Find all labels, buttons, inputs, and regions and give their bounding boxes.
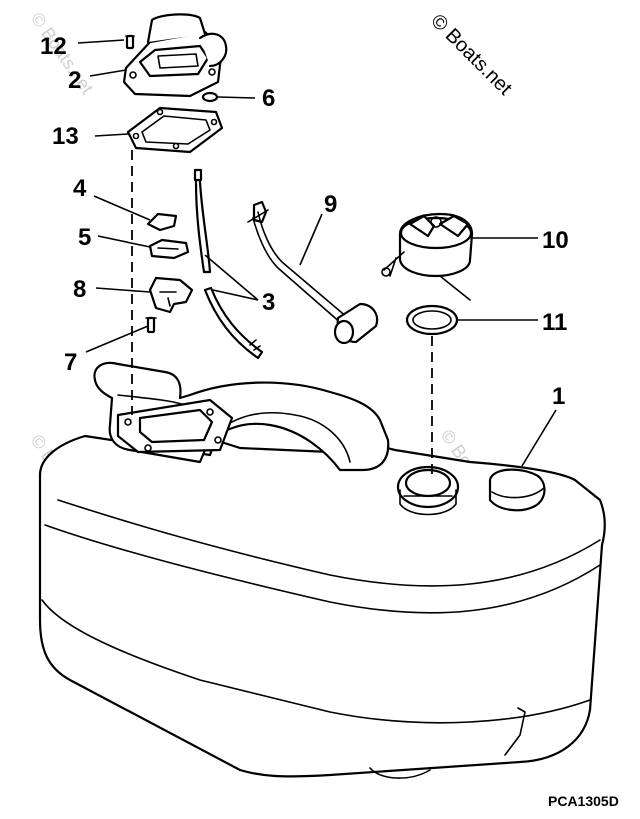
callout-2: 2	[68, 67, 81, 94]
seal	[148, 238, 190, 260]
screw-12	[125, 34, 135, 50]
screw-7	[145, 316, 157, 334]
callout-10: 10	[542, 227, 569, 254]
callout-4: 4	[73, 175, 87, 202]
callout-11: 11	[542, 309, 567, 336]
callouts: 12 2 6 13 4 5 8 7 3 9 10 11 1	[40, 33, 569, 410]
gauge-gasket	[126, 106, 224, 154]
callout-8: 8	[73, 276, 86, 303]
fuel-tank	[38, 361, 606, 779]
callout-13: 13	[52, 123, 79, 150]
callout-1: 1	[552, 383, 565, 410]
figure-code: PCA1305D	[548, 793, 619, 809]
pickup-hose	[193, 168, 264, 360]
connector-bracket	[148, 276, 194, 314]
leader-lines	[77, 39, 557, 467]
callout-7: 7	[64, 349, 77, 376]
callout-6: 6	[262, 85, 275, 112]
callout-9: 9	[324, 191, 337, 218]
callout-3: 3	[262, 289, 275, 316]
retainer	[146, 212, 178, 232]
fuel-gauge-housing	[122, 13, 228, 98]
callout-12: 12	[40, 33, 67, 60]
callout-5: 5	[78, 224, 91, 251]
o-ring	[201, 91, 219, 103]
float-arm	[247, 200, 379, 345]
watermark-main: © Boats.net	[426, 10, 516, 100]
filler-cap	[381, 212, 474, 301]
cap-gasket	[405, 304, 459, 336]
